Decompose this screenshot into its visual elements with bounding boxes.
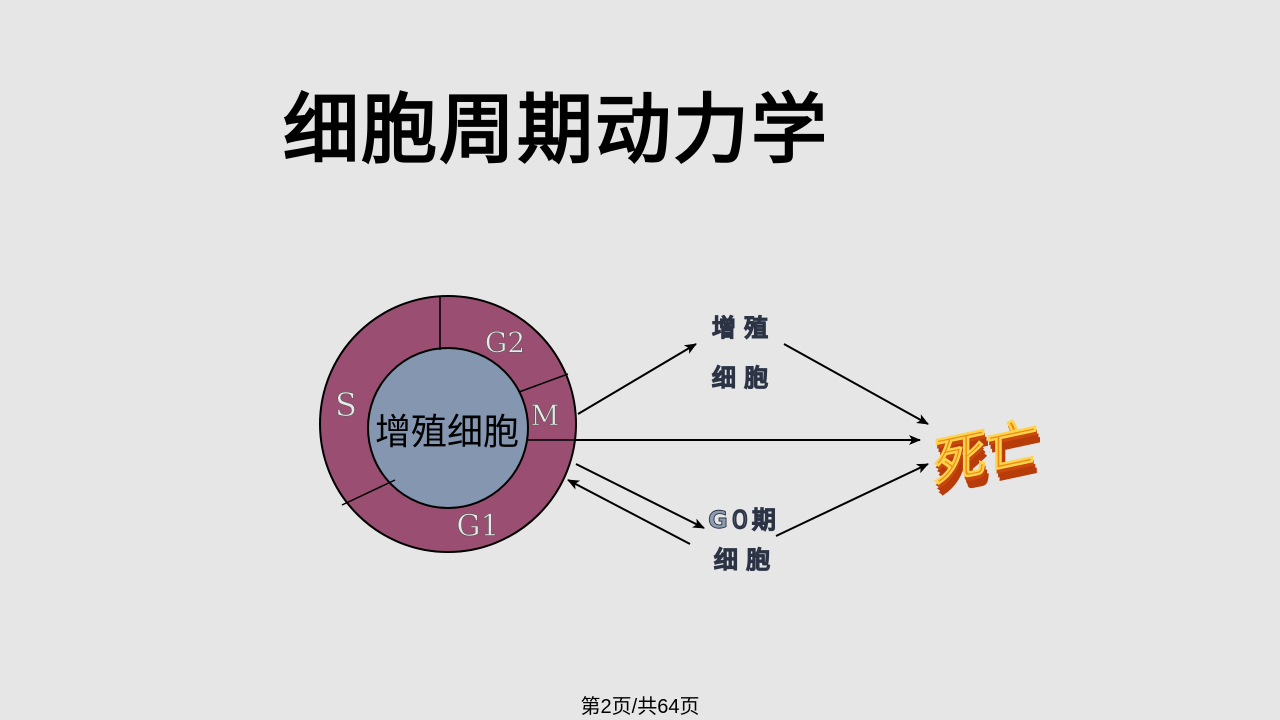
- g0-cell-node: G０期 细 胞: [708, 506, 777, 575]
- death-label: 死亡: [934, 411, 1038, 493]
- arrow-proliferating-to-death: [783, 343, 929, 425]
- arrow-g0-to-cycle: [567, 479, 691, 545]
- phase-label-m: M: [531, 399, 560, 432]
- page-footer: 第2页/共64页: [580, 696, 700, 718]
- page-title: 细胞周期动力学: [283, 85, 829, 174]
- g0-label-line1: G０期: [708, 506, 776, 534]
- proliferating-label-line2: 细 胞: [712, 364, 768, 392]
- divider-g2-m: [518, 373, 569, 393]
- phase-label-s: S: [335, 386, 357, 424]
- death-wordart: 死亡 死亡 死亡 死亡: [934, 411, 1042, 505]
- g0-label-line2: 细 胞: [714, 546, 770, 574]
- phase-label-g2: G2: [485, 326, 525, 359]
- arrow-to-proliferating: [577, 343, 697, 415]
- proliferating-cell-node: 增 殖 细 胞: [711, 314, 768, 393]
- center-label: 增殖细胞: [375, 412, 519, 453]
- arrow-to-g0: [575, 463, 705, 529]
- phase-label-g1: G1: [456, 509, 499, 544]
- core-circle: [367, 347, 529, 509]
- proliferating-label-line1: 增 殖: [712, 314, 768, 342]
- arrow-g0-to-death: [775, 463, 929, 537]
- divider-g1-s: [341, 479, 396, 506]
